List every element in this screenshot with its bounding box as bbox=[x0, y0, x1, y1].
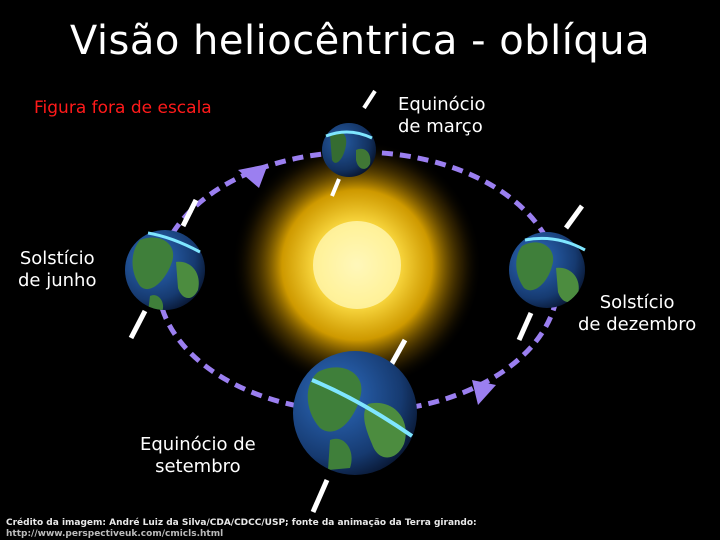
earth-axis bbox=[516, 311, 534, 342]
earth-axis bbox=[310, 478, 330, 514]
earth-june-solstice bbox=[125, 198, 205, 340]
label-september-equinox: Equinócio de setembro bbox=[140, 434, 256, 477]
earth-march-equinox bbox=[322, 89, 377, 197]
label-june-solstice: Solstício de junho bbox=[18, 248, 97, 291]
earth-september-equinox bbox=[293, 338, 417, 514]
earth-axis bbox=[180, 198, 199, 228]
earth-axis bbox=[387, 338, 408, 369]
earth-axis bbox=[362, 89, 377, 110]
orbit-arrow-icon bbox=[472, 380, 496, 405]
orbit-arrow-icon bbox=[238, 164, 268, 188]
sun-core bbox=[313, 221, 401, 309]
earth-december-solstice bbox=[509, 204, 586, 342]
image-credit: Crédito da imagem: André Luiz da Silva/C… bbox=[6, 518, 477, 539]
scale-note: Figura fora de escala bbox=[34, 98, 212, 118]
earth-axis bbox=[563, 204, 585, 230]
earth-axis bbox=[330, 178, 341, 197]
label-december-solstice: Solstício de dezembro bbox=[578, 292, 697, 335]
earth-axis bbox=[128, 309, 148, 340]
page-title: Visão heliocêntrica - oblíqua bbox=[69, 18, 651, 64]
label-march-equinox: Equinócio de março bbox=[398, 94, 486, 137]
